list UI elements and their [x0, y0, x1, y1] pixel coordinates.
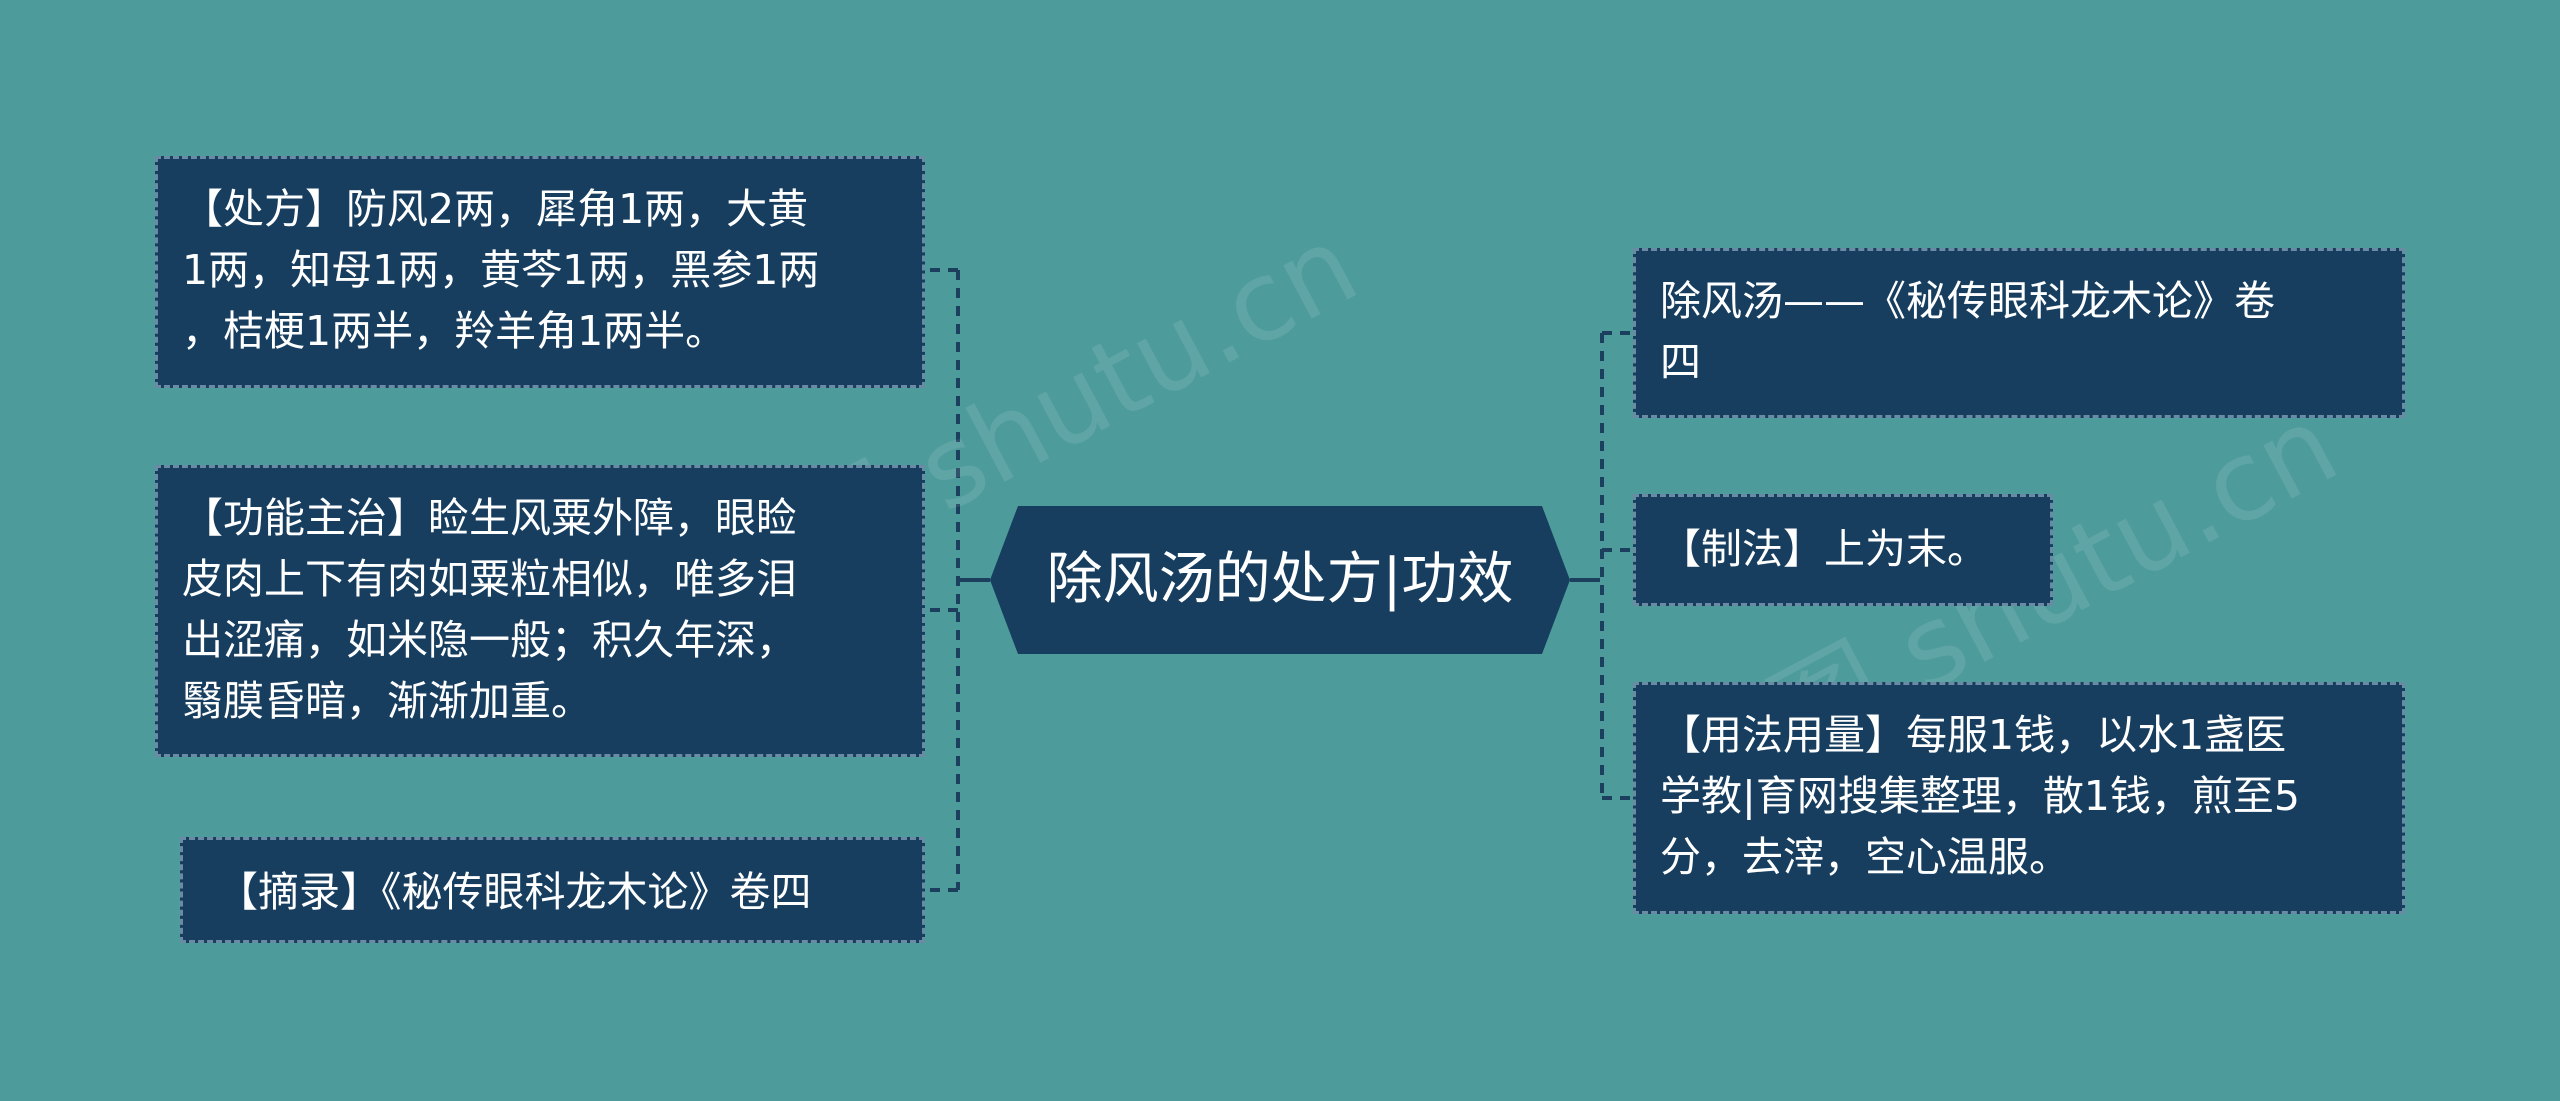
central-topic[interactable]: 除风汤的处方|功效 [990, 506, 1570, 654]
node-prescription[interactable]: 【处方】防风2两，犀角1两，大黄 1两，知母1两，黄芩1两，黑参1两 ，桔梗1两… [155, 156, 925, 388]
node-source[interactable]: 除风汤——《秘传眼科龙木论》卷 四 [1633, 248, 2405, 418]
node-dosage[interactable]: 【用法用量】每服1钱，以水1盏医 学教|育网搜集整理，散1钱，煎至5 分，去滓，… [1633, 682, 2405, 914]
node-indications[interactable]: 【功能主治】睑生风粟外障，眼睑 皮肉上下有肉如粟粒相似，唯多泪 出涩痛，如米隐一… [155, 465, 925, 757]
central-hexagon-shape [990, 506, 1570, 654]
central-topic-label: 除风汤的处方|功效 [1046, 547, 1514, 612]
node-excerpt[interactable]: 【摘录】《秘传眼科龙木论》卷四 [180, 837, 925, 943]
node-preparation[interactable]: 【制法】上为末。 [1633, 494, 2053, 606]
